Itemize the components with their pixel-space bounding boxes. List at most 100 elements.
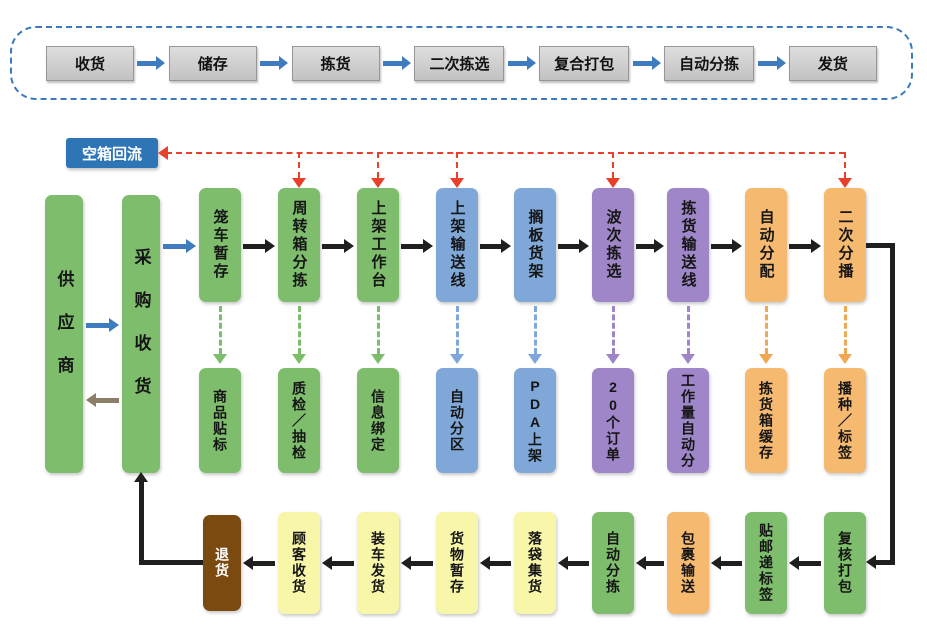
node-picking-conveyor: 拣货输送线: [667, 188, 709, 302]
step-composite-packing: 复合打包: [539, 45, 630, 81]
arrow-head: [501, 239, 511, 253]
connector-returns-horizontal: [140, 560, 203, 565]
dashed-arrow-col2: [291, 306, 307, 364]
dashed-arrow-col3: [370, 306, 386, 364]
arrow-head: [279, 56, 289, 70]
node-purchase-receiving: 采购收货: [122, 195, 160, 473]
arrow-row3-1: [243, 556, 275, 570]
red-return-drop: [377, 152, 379, 178]
black-arrow-head-up-icon: [134, 472, 148, 482]
connector-right-bottom: [876, 560, 895, 565]
arrow-head: [651, 56, 661, 70]
node-goods-staging: 货物暂存: [436, 512, 478, 614]
node-postal-labeling: 贴邮递标签: [745, 512, 787, 614]
arrow-head: [789, 556, 799, 570]
arrow-right-icon: [757, 56, 786, 70]
process-overview-banner: 收货 储存 拣货 二次拣选 复合打包 自动分拣 发货: [10, 26, 913, 100]
arrow-right-icon: [383, 56, 412, 70]
arrow-head: [528, 354, 542, 364]
dashed-arrow-col9: [837, 306, 853, 364]
node-picking-box-buffer: 拣货箱缓存: [745, 368, 787, 473]
arrow-head: [681, 354, 695, 364]
step-secondary-picking: 二次拣选: [414, 45, 505, 81]
arrow-row3-8: [789, 556, 821, 570]
arrow-right-icon: [260, 56, 289, 70]
arrow-head: [402, 56, 412, 70]
arrow-head: [811, 239, 821, 253]
arrow-head: [344, 239, 354, 253]
arrow-head: [759, 354, 773, 364]
node-bag-drop-consolidation: 落袋集货: [514, 512, 556, 614]
arrow-right-icon: [632, 56, 661, 70]
arrow-head: [450, 354, 464, 364]
dashed-arrow-col1: [212, 306, 228, 364]
node-tote-sorting: 周转箱分拣: [278, 188, 320, 302]
step-picking: 拣货: [291, 45, 380, 81]
arrow-row1-5: [558, 239, 589, 253]
node-cage-cart-buffer: 笼车暂存: [199, 188, 241, 302]
arrow-row3-7: [711, 556, 742, 570]
node-shelf-rack: 搁板货架: [514, 188, 556, 302]
black-arrow-head-left-icon: [866, 555, 876, 569]
node-20-orders: 20个订单: [592, 368, 634, 473]
dashed-arrow-col7: [680, 306, 696, 364]
node-auto-zoning: 自动分区: [436, 368, 478, 473]
arrow-right-icon: [507, 56, 536, 70]
arrow-head: [711, 556, 721, 570]
red-arrow-head-down-icon: [371, 178, 385, 188]
dashed-arrow-col8: [758, 306, 774, 364]
arrow-head: [401, 556, 411, 570]
node-pda-putaway: PDA上架: [514, 368, 556, 473]
node-quality-inspection: 质检／抽检: [278, 368, 320, 473]
arrow-row3-5: [558, 556, 589, 570]
node-product-labeling: 商品贴标: [199, 368, 241, 473]
dashed-arrow-col6: [605, 306, 621, 364]
arrow-row1-2: [322, 239, 354, 253]
node-putaway-conveyor: 上架输送线: [436, 188, 478, 302]
arrow-head: [213, 354, 227, 364]
arrow-head: [732, 239, 742, 253]
arrow-head: [156, 56, 166, 70]
node-wave-picking: 波次拣选: [592, 188, 634, 302]
arrow-head: [526, 56, 536, 70]
arrow-row3-2: [322, 556, 354, 570]
node-auto-sorting: 自动分拣: [592, 512, 634, 614]
connector-right-vertical: [890, 243, 895, 565]
red-return-line: [166, 152, 845, 154]
red-arrow-head-down-icon: [838, 178, 852, 188]
arrow-row3-6: [636, 556, 664, 570]
arrow-right-icon: [137, 56, 166, 70]
arrow-head: [292, 354, 306, 364]
dashed-arrow-col4: [449, 306, 465, 364]
arrow-head: [776, 56, 786, 70]
arrow-head: [558, 556, 568, 570]
arrow-head: [423, 239, 433, 253]
step-receiving: 收货: [46, 45, 134, 81]
red-arrow-head-left-icon: [158, 146, 168, 160]
arrow-row1-4: [480, 239, 511, 253]
node-auto-allocation: 自动分配: [745, 188, 787, 302]
empty-box-return-label: 空箱回流: [66, 138, 158, 168]
node-truck-loading-dispatch: 装车发货: [357, 512, 399, 614]
arrow-row3-3: [401, 556, 433, 570]
arrow-head: [109, 318, 119, 332]
arrow-head: [636, 556, 646, 570]
red-arrow-head-down-icon: [450, 178, 464, 188]
red-return-drop: [612, 152, 614, 178]
node-parcel-conveying: 包裹输送: [667, 512, 709, 614]
arrow-head: [838, 354, 852, 364]
node-supplier: 供应商: [45, 195, 83, 473]
red-return-drop: [456, 152, 458, 178]
step-auto-sorting: 自动分拣: [664, 45, 755, 81]
arrow-row1-6: [636, 239, 664, 253]
step-storage: 储存: [168, 45, 257, 81]
node-sowing-label: 播种／标签: [824, 368, 866, 473]
connector-returns-vertical: [139, 482, 144, 565]
arrow-row1-1: [243, 239, 275, 253]
arrow-head: [243, 556, 253, 570]
connector-right-top: [866, 243, 895, 248]
node-secondary-sowing: 二次分播: [824, 188, 866, 302]
dashed-arrow-col5: [527, 306, 543, 364]
node-putaway-workbench: 上架工作台: [357, 188, 399, 302]
step-shipping: 发货: [788, 45, 877, 81]
